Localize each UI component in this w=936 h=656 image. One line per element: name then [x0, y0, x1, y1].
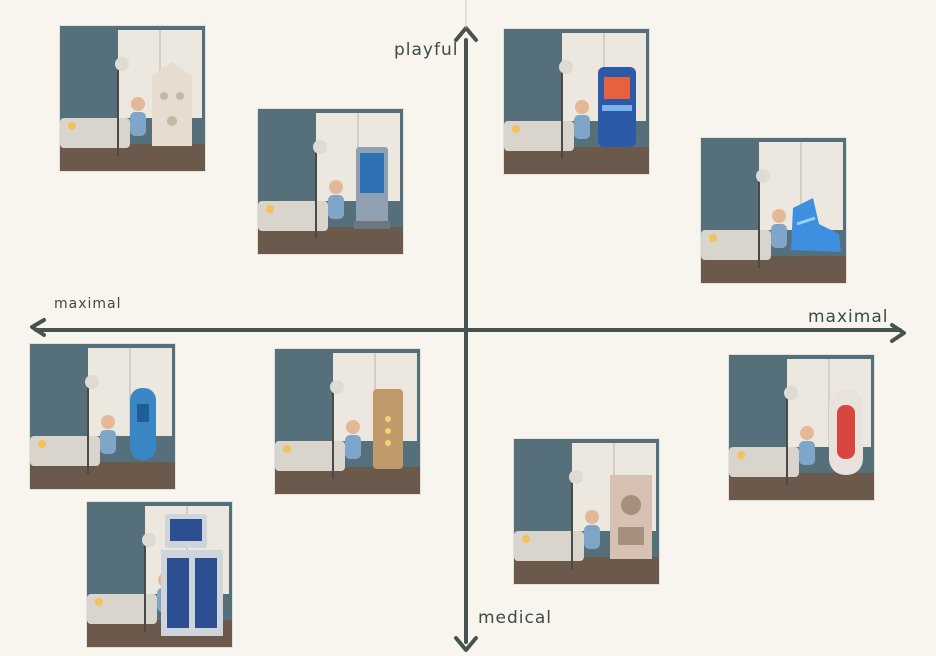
axis-label-maximal-left: maximal: [54, 296, 122, 312]
thumbnail-ornate-machine: [514, 439, 659, 584]
axis-label-maximal-right: maximal: [808, 307, 889, 327]
axis-label-playful: playful: [394, 40, 459, 60]
thumbnail-arcade-machine: [504, 29, 649, 174]
axis-label-medical: medical: [478, 608, 553, 628]
left-arrowhead: [30, 318, 46, 337]
thumbnail-sneaker-device: [701, 138, 846, 283]
thumbnail-blue-capsule-device: [30, 344, 175, 489]
thumbnail-birdhouse-cabinet: [60, 26, 205, 171]
thumbnail-jukebox-device: [729, 355, 874, 500]
down-arrowhead: [454, 636, 478, 652]
thumbnail-jersey-display: [258, 109, 403, 254]
thumbnail-wooden-cabinet-lights: [275, 349, 420, 494]
right-arrowhead: [890, 323, 906, 343]
thumbnail-medical-monitor-cart: [87, 502, 232, 647]
